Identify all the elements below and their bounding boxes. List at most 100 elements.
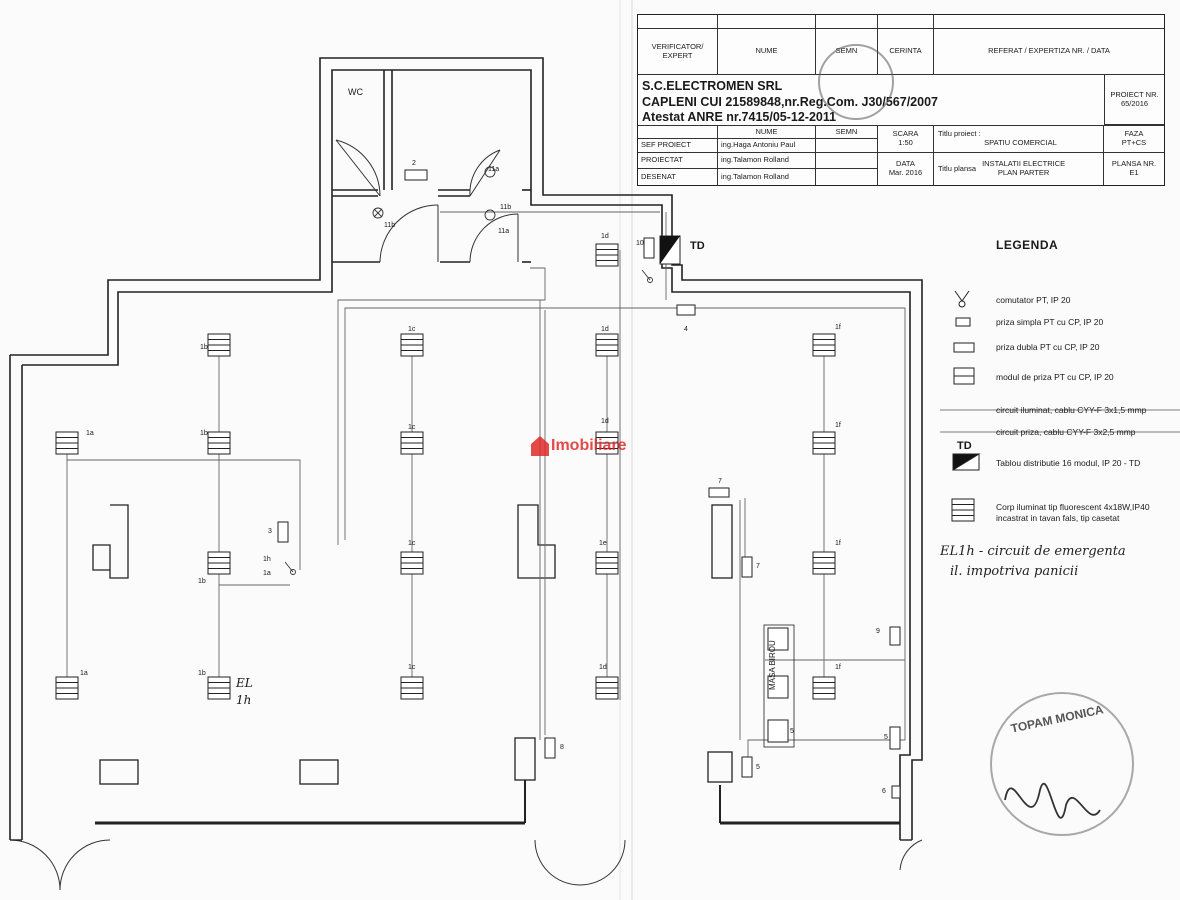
faza-value: PT+CS — [1121, 138, 1147, 147]
watermark: Imobiliare — [531, 436, 627, 456]
luminaire — [812, 676, 836, 700]
handwritten-note: EL1h - circuit de emergenta il. impotriv… — [940, 542, 1126, 582]
data-value: Mar. 2016 — [888, 168, 923, 177]
circuit-label: 1b — [198, 578, 206, 585]
data-label: DATA — [896, 159, 915, 169]
td-label: TD — [690, 240, 705, 252]
legend-item-corp-iluminat-line2: incastrat in tavan fals, tip casetat — [996, 512, 1120, 523]
legend-item-circuit-priza: circuit priza, cablu CYY-F 3x2,5 mmp — [996, 427, 1136, 437]
titlu-plansa-values: INSTALATII ELECTRICE PLAN PARTER — [982, 160, 1065, 177]
masa-birou-label: MASA BIROU — [768, 640, 777, 690]
circuit-label: 1c — [408, 540, 416, 547]
titlu-proiect-value: SPATIU COMERCIAL — [984, 138, 1057, 147]
circuit-label: 2 — [412, 160, 416, 167]
tb-verificator: VERIFICATOR/ EXPERT — [638, 29, 718, 75]
circuit-label: 4 — [684, 326, 688, 333]
wc-label: WC — [348, 87, 363, 97]
luminaire — [207, 431, 231, 455]
luminaire — [812, 333, 836, 357]
company-anre: Atestat ANRE nr.7415/05-12-2011 — [642, 110, 837, 125]
circuit-label: 9 — [876, 628, 880, 635]
luminaire — [595, 431, 619, 455]
legend-item-circuit-iluminat: circuit iluminat, cablu CYY-F 3x1,5 mmp — [996, 405, 1147, 415]
luminaire — [812, 431, 836, 455]
tb-row-1-role: PROIECTAT — [638, 153, 718, 169]
circuit-label: 6 — [882, 788, 886, 795]
circuit-label: 1f — [835, 540, 841, 547]
luminaire — [595, 243, 619, 267]
company-name: S.C.ELECTROMEN SRL — [642, 79, 783, 93]
circuit-label: 1d — [601, 326, 609, 333]
tb-row-0-role: SEF PROIECT — [638, 139, 718, 153]
title-block: VERIFICATOR/ EXPERT NUME SEMN CERINTA RE… — [637, 14, 1165, 186]
legend-item-priza-simpla: priza simpla PT cu CP, IP 20 — [996, 317, 1104, 327]
circuit-label: 11a — [488, 166, 500, 173]
circuit-label: 8 — [560, 744, 564, 751]
tb-col-nume: NUME — [718, 125, 816, 139]
circuit-label: 1b — [200, 344, 208, 351]
luminaire — [595, 551, 619, 575]
circuit-label: 7 — [756, 563, 760, 570]
luminaire — [812, 551, 836, 575]
titlu-proiect-label: Titlu proiect : — [938, 129, 981, 139]
legend-item-modul-priza: modul de priza PT cu CP, IP 20 — [996, 372, 1114, 382]
legend-item-comutator: comutator PT, IP 20 — [996, 295, 1071, 305]
titlu-plansa-line2: PLAN PARTER — [997, 168, 1050, 177]
circuit-label: 5 — [884, 734, 888, 741]
tb-nume-header: NUME — [718, 29, 816, 75]
circuit-label: 11a — [498, 228, 510, 235]
circuit-label: 1f — [835, 664, 841, 671]
legend-td-symbol-label: TD — [957, 440, 972, 452]
tb-row-2-role: DESENAT — [638, 169, 718, 185]
circuit-label: 1a — [263, 570, 271, 577]
legend-item-corp-iluminat: Corp iluminat tip fluorescent 4x18W,IP40… — [996, 502, 1150, 523]
circuit-label: 7 — [718, 478, 722, 485]
titlu-plansa-line1: INSTALATII ELECTRICE — [982, 159, 1066, 169]
handwritten-1h: 1h — [236, 693, 252, 707]
handwritten-el: EL — [236, 676, 253, 690]
circuit-label: 1d — [601, 418, 609, 425]
handwritten-note-line1: EL1h - circuit de emergenta — [940, 544, 1126, 559]
luminaire — [400, 431, 424, 455]
plansa-nr-value: E1 — [1129, 168, 1139, 177]
circuit-label: 1d — [599, 664, 607, 671]
stamp-company — [818, 44, 894, 120]
tb-row-0-name: ing.Haga Antoniu Paul — [718, 139, 816, 153]
tb-row-1-name: ing.Talamon Rolland — [718, 153, 816, 169]
scara-label: SCARA — [892, 129, 919, 139]
luminaire — [595, 676, 619, 700]
luminaire — [207, 676, 231, 700]
circuit-label: 10 — [636, 240, 644, 247]
proiect-nr-value: 65/2016 — [1120, 98, 1149, 108]
circuit-label: 1a — [80, 670, 88, 677]
titlu-plansa-label: Titlu plansa — [938, 163, 977, 173]
legend-luminaire-symbol — [951, 498, 975, 522]
circuit-label: 1h — [263, 556, 271, 563]
circuit-label: 11b — [384, 222, 396, 229]
circuit-label: 1b — [198, 670, 206, 677]
legend-item-tablou: Tablou distributie 16 modul, IP 20 - TD — [996, 458, 1141, 468]
circuit-label: 1c — [408, 424, 416, 431]
circuit-label: 5 — [790, 728, 794, 735]
circuit-label: 1e — [599, 540, 607, 547]
legend-title: LEGENDA — [996, 238, 1059, 252]
legend-item-corp-iluminat-line1: Corp iluminat tip fluorescent 4x18W,IP40 — [996, 502, 1150, 512]
circuit-label: 1b — [200, 430, 208, 437]
tb-col-semn: SEMN — [816, 125, 878, 139]
circuit-label: 1f — [835, 422, 841, 429]
tb-cerinta-header: CERINTA — [878, 29, 934, 75]
luminaire — [55, 676, 79, 700]
scara-value: 1:50 — [898, 138, 913, 147]
td-panel-symbol — [659, 235, 681, 265]
stamp-expert — [990, 692, 1134, 836]
luminaire — [207, 333, 231, 357]
plansa-nr-label: PLANSA NR. — [1111, 159, 1157, 169]
proiect-nr-label: PROIECT NR. — [1110, 89, 1159, 99]
circuit-label: 1d — [601, 233, 609, 240]
handwritten-note-line2: il. impotriva panicii — [950, 564, 1079, 580]
circuit-label: 5 — [756, 764, 760, 771]
circuit-label: 1f — [835, 324, 841, 331]
luminaire — [55, 431, 79, 455]
luminaires — [55, 243, 836, 700]
